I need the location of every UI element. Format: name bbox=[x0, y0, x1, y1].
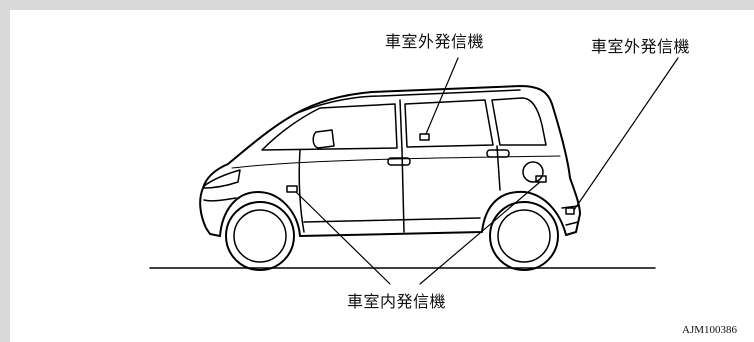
front-bumper bbox=[203, 197, 237, 202]
b-pillar-line bbox=[399, 99, 405, 233]
rear-door-window bbox=[404, 99, 494, 148]
leader-interior-rear bbox=[419, 181, 541, 285]
diagram-panel bbox=[10, 10, 754, 342]
front-window bbox=[261, 103, 398, 151]
quarter-window bbox=[491, 97, 547, 146]
front-door-edge bbox=[298, 149, 305, 233]
exterior-transmitter-rear-marker bbox=[565, 207, 575, 215]
leader-interior-front bbox=[295, 191, 391, 285]
rear-bumper bbox=[561, 205, 579, 226]
car-body-outline bbox=[199, 85, 581, 237]
sliding-door-rear-edge bbox=[496, 145, 501, 191]
door-sill bbox=[303, 217, 481, 223]
rear-door-handle bbox=[486, 149, 510, 158]
headlight bbox=[203, 169, 241, 189]
front-wheel bbox=[225, 201, 295, 271]
exterior-transmitter-door-marker bbox=[419, 133, 430, 141]
leader-exterior-center bbox=[425, 57, 459, 135]
interior-transmitter-rear-marker bbox=[535, 175, 547, 183]
side-mirror bbox=[312, 129, 335, 149]
leader-exterior-rear bbox=[573, 57, 679, 211]
rear-wheel bbox=[489, 201, 559, 271]
exterior-transmitter-rear-label: 車室外発信機 bbox=[591, 37, 691, 56]
exterior-transmitter-center-label: 車室外発信機 bbox=[385, 32, 485, 51]
front-door-handle bbox=[387, 157, 411, 166]
roofline bbox=[299, 89, 521, 113]
figure-code: AJM100386 bbox=[682, 324, 738, 336]
interior-transmitter-front-marker bbox=[286, 185, 298, 193]
fuel-lid bbox=[522, 161, 544, 183]
interior-transmitter-label: 車室内発信機 bbox=[347, 292, 447, 311]
